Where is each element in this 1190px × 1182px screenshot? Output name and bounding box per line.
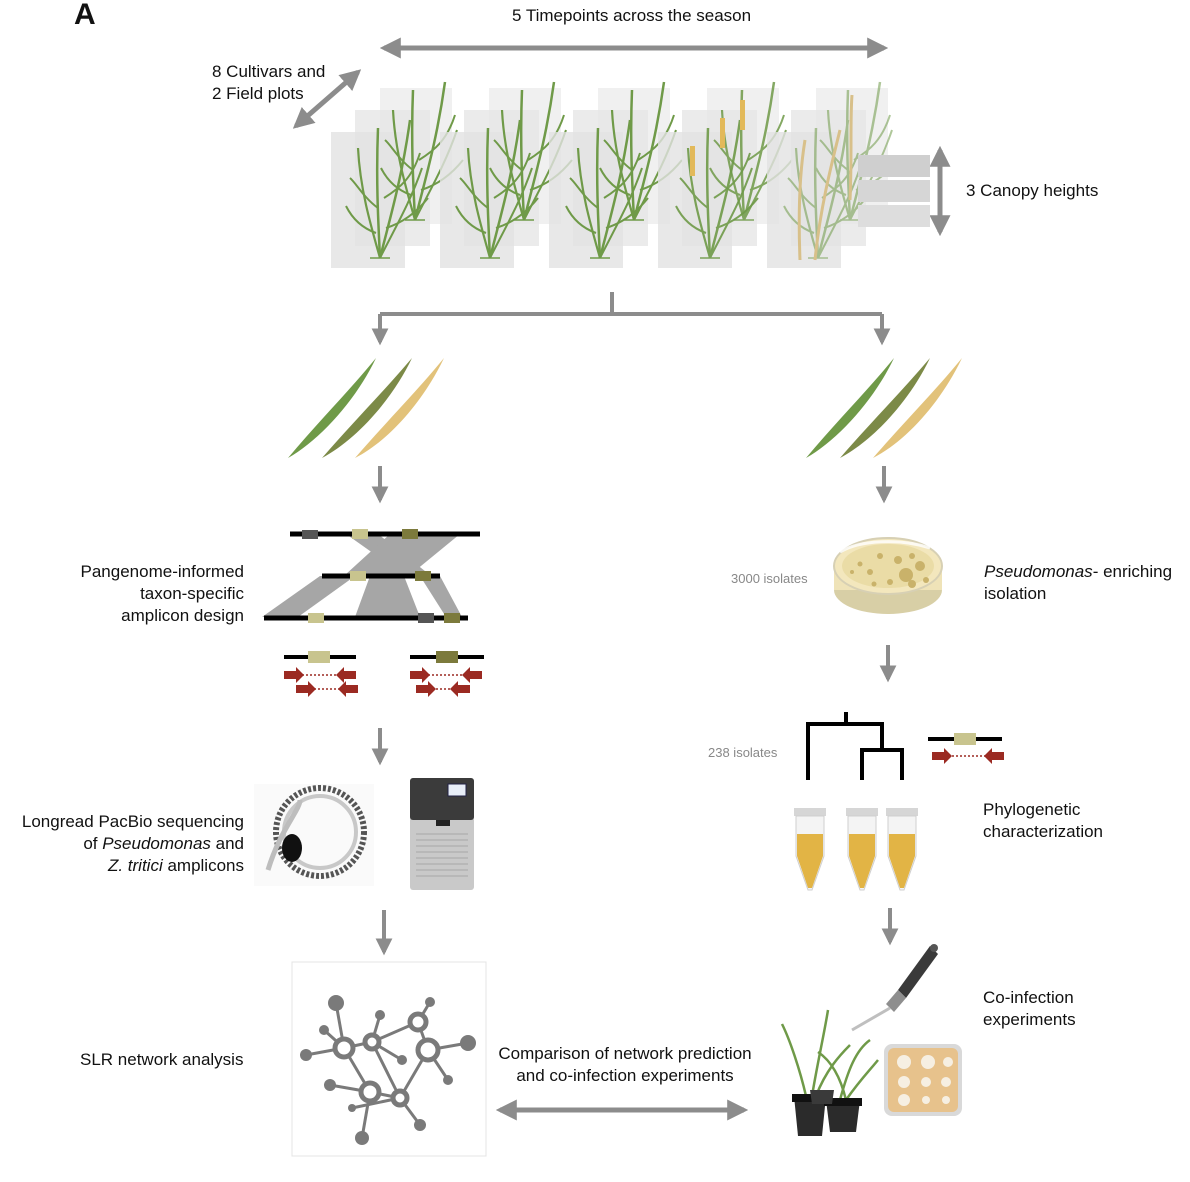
- panel-label: A: [74, 0, 96, 31]
- phylogenetic-label: Phylogenetic characterization: [983, 800, 1104, 841]
- single-amplicon-primer: [928, 733, 1004, 764]
- cultivars-arrow: [292, 69, 362, 129]
- pacbio-smrt-cell-icon: [254, 784, 374, 886]
- isolates-3000-label: 3000 isolates: [731, 571, 808, 586]
- pipette-icon: [851, 944, 938, 1032]
- assay-plate-icon: [884, 1044, 962, 1116]
- sequencing-label: Longread PacBio sequencing of Pseudomona…: [21, 812, 244, 875]
- network-analysis-label: SLR network analysis: [80, 1050, 244, 1069]
- potted-plants-icon: [780, 1009, 879, 1136]
- pangenome-alignment: [262, 529, 480, 623]
- canopy-label: 3 Canopy heights: [966, 181, 1099, 200]
- petri-dish-icon: [833, 537, 943, 614]
- amplicon-design-label: Pangenome-informed taxon-specific amplic…: [80, 562, 244, 625]
- leaves-right: [806, 358, 962, 458]
- amplicon-primers-2: [410, 651, 484, 697]
- pacbio-sequencer-icon: [410, 778, 474, 890]
- phylogenetic-tree-icon: [806, 712, 904, 780]
- timepoint-3-plants: [549, 80, 684, 268]
- split-connector: [371, 292, 891, 346]
- network-graph-icon: [291, 961, 487, 1157]
- coinfection-label: Co-infection experiments: [983, 988, 1076, 1029]
- timepoint-1-plants: [331, 80, 465, 268]
- leaves-left: [288, 358, 444, 458]
- isolates-238-label: 238 isolates: [708, 745, 778, 760]
- timepoint-4-plants: [658, 80, 794, 268]
- comparison-label: Comparison of network prediction and co-…: [498, 1044, 752, 1085]
- cultivars-label-line1: 8 Cultivars and: [212, 62, 326, 81]
- timepoints-label: 5 Timepoints across the season: [512, 6, 752, 25]
- culture-tubes-icon: [794, 808, 918, 891]
- cultivars-label-line2: 2 Field plots: [212, 84, 304, 103]
- canopy-height-bars: [858, 155, 930, 227]
- amplicon-primers-1: [284, 651, 358, 697]
- enrichment-label: Pseudomonas- enriching isolation: [984, 562, 1173, 603]
